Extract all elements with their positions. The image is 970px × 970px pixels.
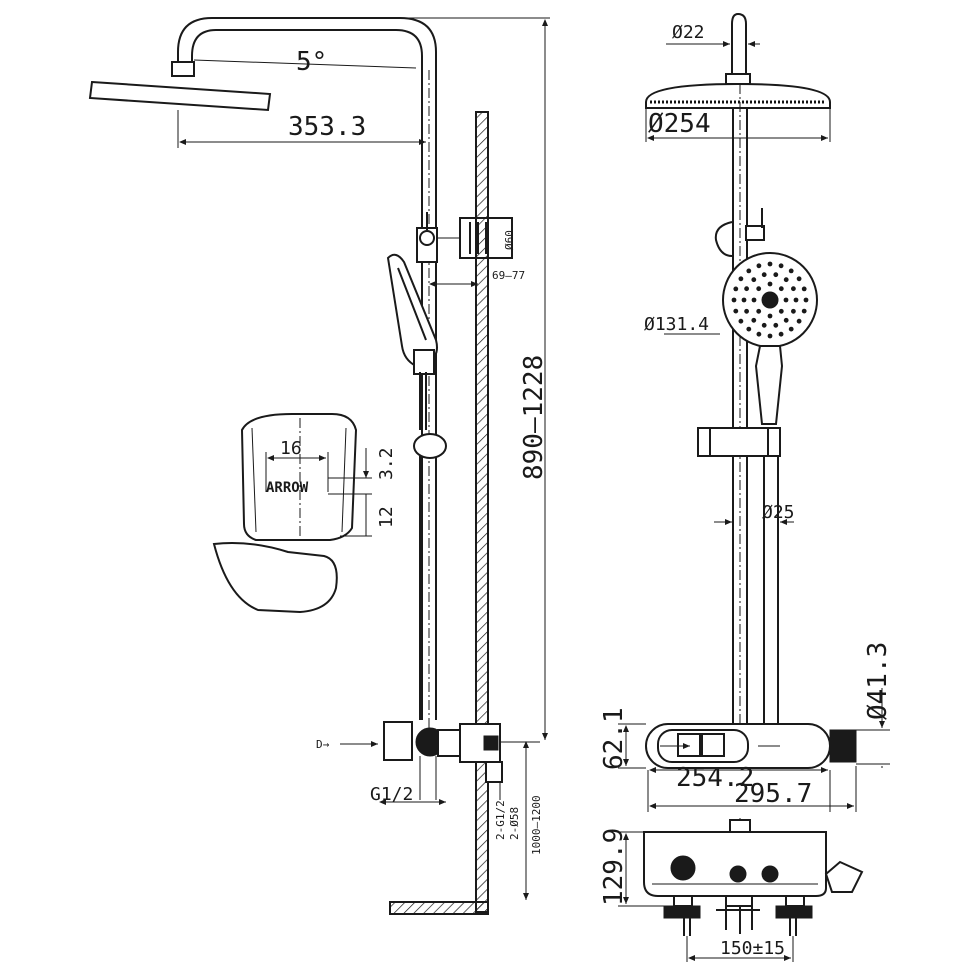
- side-view: 5° 353.3 Ø60 69—77: [88, 17, 550, 915]
- supply-fitting-middle: [716, 895, 760, 934]
- hand-dia-dim: Ø131.4: [644, 314, 709, 335]
- wall: [475, 111, 489, 913]
- nozzle-dot: [791, 308, 796, 314]
- total-width-dim: 295.7: [734, 779, 812, 809]
- nozzle-dot: [746, 268, 752, 274]
- inlet-mark: D→: [316, 738, 330, 751]
- front-view: Ø22 Ø254 Ø131.4 Ø25: [599, 12, 893, 812]
- nozzle-dot: [778, 286, 784, 292]
- floor: [389, 901, 489, 915]
- pipe-dia-dim: Ø22: [672, 22, 705, 43]
- nozzle-dot: [793, 297, 799, 303]
- nozzle-dot: [796, 276, 802, 282]
- detail-cover: [240, 413, 358, 541]
- nozzle-dot: [733, 286, 739, 292]
- angle-label: 5°: [296, 47, 327, 77]
- nozzle-dot: [801, 308, 807, 314]
- valve-body-bottom: [643, 831, 827, 897]
- height-range-dim: 890—1228: [519, 355, 549, 480]
- valve-height-dim: 62.1: [599, 707, 629, 770]
- nozzle-dot: [796, 318, 802, 324]
- front-slider: [697, 427, 781, 457]
- bottom-depth-dim: 129.9: [599, 828, 629, 906]
- nozzle-dot: [783, 297, 789, 303]
- logo-detail-view: 16 ARROW 3.2 12: [212, 413, 397, 614]
- valve-width-dim: 254.2: [676, 763, 754, 793]
- valve-dia-dim: Ø41.3: [863, 642, 893, 720]
- nozzle-dot: [751, 277, 757, 283]
- nozzle-dot: [788, 326, 794, 332]
- nozzle-dot: [746, 326, 752, 332]
- supply-fitting-left: [663, 895, 701, 936]
- detail-width-dim: 16: [280, 438, 302, 459]
- nozzle-dot: [791, 286, 796, 292]
- nozzle-dot: [744, 286, 749, 292]
- head-dia-dim: Ø254: [648, 109, 711, 139]
- nozzle-dot: [767, 313, 773, 319]
- inlet-spec-1: 2-G1/2: [494, 800, 507, 840]
- nozzle-dot: [738, 276, 744, 282]
- detail-spout: [212, 542, 338, 614]
- nozzle-dot: [756, 331, 762, 337]
- nozzle-dot: [803, 297, 809, 303]
- nozzle-dot: [773, 322, 779, 328]
- shower-head-front: [645, 82, 831, 109]
- nozzle-dot: [767, 281, 773, 287]
- nozzle-dot: [761, 272, 767, 278]
- detail-depth-dim: 12: [376, 506, 397, 528]
- mount-range-dim: 1000—1200: [530, 795, 543, 855]
- head-connector: [171, 61, 195, 77]
- spacing-dim: 150±15: [720, 938, 785, 959]
- nozzle-dot: [783, 317, 789, 323]
- valve-lever: [383, 721, 413, 761]
- bottom-view: 129.9 150±15: [599, 818, 864, 962]
- nozzle-dot: [733, 308, 739, 314]
- nozzle-dot: [738, 318, 744, 324]
- nozzle-dot: [778, 331, 784, 337]
- nozzle-dot: [756, 263, 762, 269]
- nozzle-dot: [744, 308, 749, 314]
- head-offset-dim: 353.3: [288, 112, 366, 142]
- inlet-thread-dim: G1/2: [370, 784, 413, 805]
- nozzle-dot: [756, 286, 762, 292]
- hand-shower-handle: [754, 345, 784, 425]
- nozzle-dot: [801, 286, 807, 292]
- nozzle-dot: [767, 261, 773, 267]
- logo-text: ARROW: [266, 480, 309, 496]
- nozzle-dot: [778, 308, 784, 314]
- nozzle-dot: [751, 317, 757, 323]
- nozzle-pattern: [731, 261, 809, 339]
- holder-range-dim: 69—77: [492, 269, 525, 282]
- nozzle-dot: [751, 297, 757, 303]
- inlet-spec-2: 2-Ø58: [508, 807, 521, 840]
- rod-dia-dim: Ø25: [762, 502, 795, 523]
- valve-outlet: [829, 729, 857, 763]
- nozzle-dot: [778, 263, 784, 269]
- nozzle-dot: [731, 297, 737, 303]
- supply-fitting-right: [775, 895, 813, 936]
- nozzle-dot: [741, 297, 747, 303]
- nozzle-dot: [756, 308, 762, 314]
- nozzle-dot: [788, 268, 794, 274]
- holder-dia-dim: Ø60: [503, 230, 516, 250]
- shower-head-side: [88, 80, 272, 112]
- nozzle-dot: [761, 322, 767, 328]
- nozzle-dot: [783, 277, 789, 283]
- nozzle-dot: [773, 272, 779, 278]
- slider-clamp: [413, 433, 447, 459]
- nozzle-dot: [767, 333, 773, 339]
- detail-text-height-dim: 3.2: [376, 447, 397, 480]
